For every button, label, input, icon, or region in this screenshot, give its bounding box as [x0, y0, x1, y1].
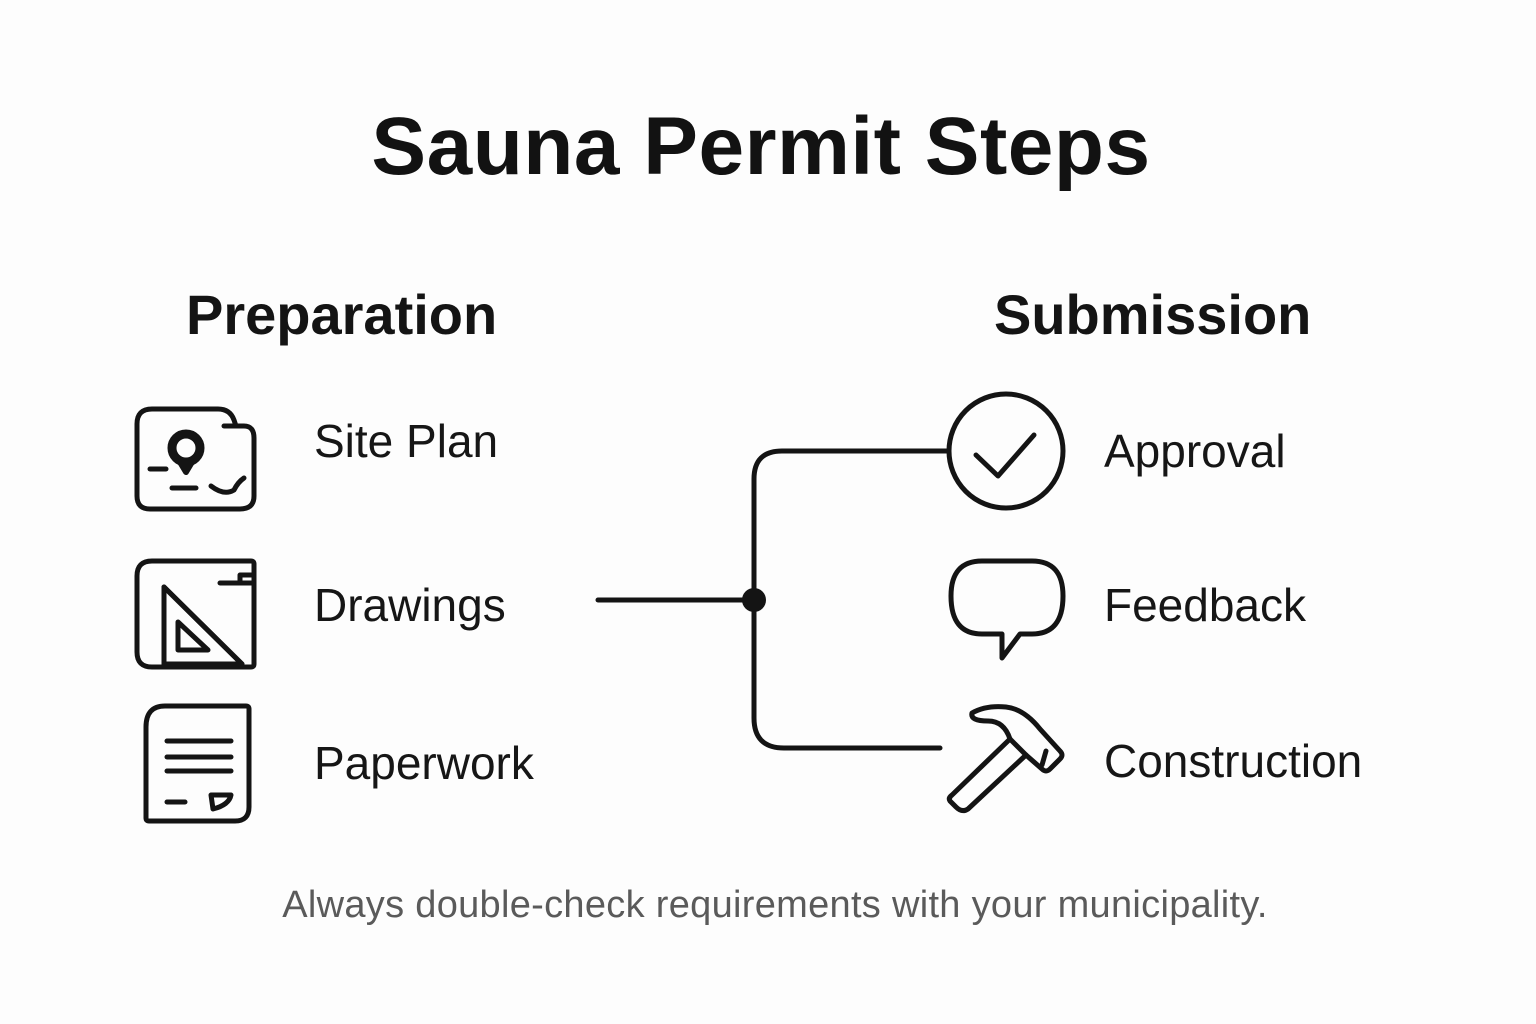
sub-item-approval: Approval: [1104, 425, 1286, 477]
check-circle-icon: [946, 391, 1068, 513]
page-title: Sauna Permit Steps: [371, 101, 1151, 192]
prep-item-site-plan: Site Plan: [314, 415, 499, 467]
submission-heading: Submission: [994, 283, 1312, 346]
sub-item-construction: Construction: [1104, 735, 1363, 787]
hammer-icon: [946, 703, 1066, 814]
footnote: Always double-check requirements with yo…: [282, 884, 1268, 926]
site-plan-map-icon: [134, 406, 258, 512]
prep-item-paperwork: Paperwork: [314, 737, 534, 789]
document-icon: [143, 703, 253, 825]
speech-bubble-icon: [948, 558, 1066, 664]
drawing-set-square-icon: [134, 558, 258, 670]
prep-item-drawings: Drawings: [314, 579, 506, 631]
sub-item-feedback: Feedback: [1104, 579, 1307, 631]
preparation-heading: Preparation: [186, 283, 498, 346]
